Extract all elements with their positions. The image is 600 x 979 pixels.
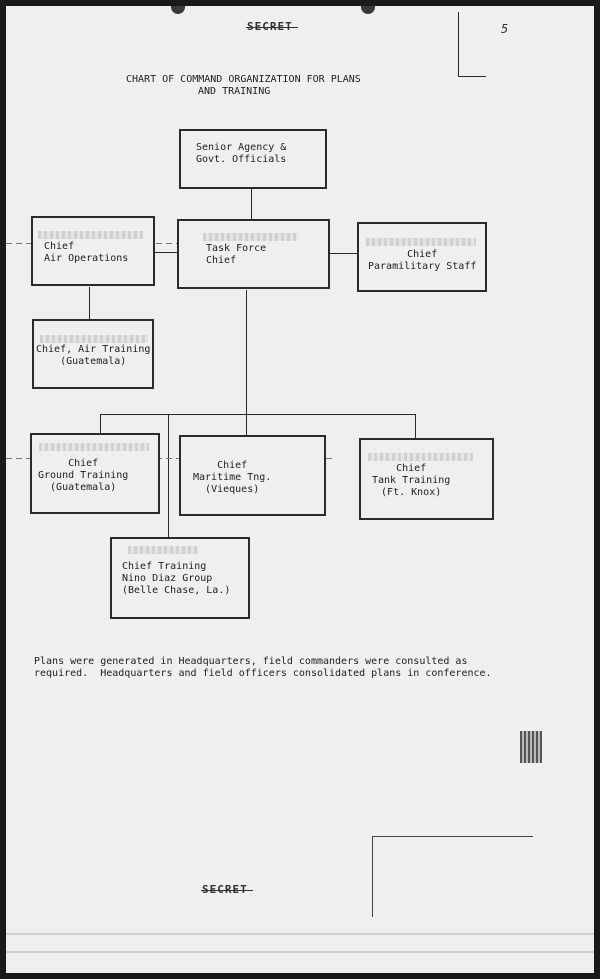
- note-line1: Plans were generated in Headquarters, fi…: [34, 656, 468, 667]
- redaction-nino-diaz: [128, 546, 198, 554]
- connector-to-ground-training: [100, 414, 101, 434]
- connector-to-maritime: [246, 414, 247, 435]
- connector-training-bar: [100, 414, 416, 415]
- connector-to-tank-training: [415, 414, 416, 438]
- box-senior-officials: [179, 129, 327, 189]
- page-number: 5: [501, 22, 509, 36]
- redaction-paramilitary: [366, 238, 476, 246]
- box-air-training: [32, 319, 154, 389]
- top-classification-stamp: SECRET: [247, 20, 293, 33]
- label-senior-officials: Senior Agency & Govt. Officials: [196, 142, 287, 165]
- connector-taskforce-to-paramilitary: [329, 253, 357, 254]
- chart-title-line1: CHART OF COMMAND ORGANIZATION FOR PLANS: [126, 74, 361, 85]
- bottom-scan-edge: [6, 931, 594, 973]
- document-page: SECRET 5 CHART OF COMMAND ORGANIZATION F…: [6, 6, 594, 973]
- corner-mark-vertical: [458, 12, 459, 76]
- label-ground-training: Chief Ground Training (Guatemala): [38, 458, 129, 493]
- connector-airops-to-taskforce: [154, 252, 178, 253]
- top-stamp-strike: [246, 27, 298, 28]
- connector-airops-to-airtraining: [89, 287, 90, 320]
- redaction-task-force: [203, 233, 298, 241]
- box-tank-training: [359, 438, 494, 520]
- lower-right-corner-mark: [372, 836, 533, 917]
- punch-hole-left: [171, 6, 185, 14]
- scan-artifact-block: [520, 731, 542, 763]
- redaction-air-operations: [38, 231, 143, 239]
- connector-senior-to-taskforce: [251, 189, 252, 221]
- box-task-force-chief: [177, 219, 330, 289]
- chart-title-line2: AND TRAINING: [198, 86, 271, 97]
- label-paramilitary-staff: Chief Paramilitary Staff: [368, 249, 477, 272]
- redaction-tank-training: [368, 453, 473, 461]
- label-tank-training: Chief Tank Training (Ft. Knox): [372, 463, 451, 498]
- label-maritime-training: Chief Maritime Tng. (Vieques): [193, 460, 272, 495]
- box-paramilitary-staff: [357, 222, 487, 292]
- connector-taskforce-down: [246, 290, 247, 415]
- label-air-training: Chief, Air Training (Guatemala): [36, 344, 151, 367]
- box-air-operations: [31, 216, 155, 286]
- bottom-classification-stamp: SECRET: [202, 883, 248, 896]
- redaction-air-training: [40, 335, 148, 343]
- corner-mark-horizontal: [458, 76, 486, 77]
- connector-to-nino-diaz: [168, 414, 169, 539]
- label-task-force-chief: Task Force Chief: [206, 243, 267, 266]
- note-line2: required. Headquarters and field officer…: [34, 668, 492, 679]
- scan-dash-lower: [6, 458, 336, 459]
- redaction-ground-training: [39, 443, 149, 451]
- label-nino-diaz-group: Chief Training Nino Diaz Group (Belle Ch…: [122, 561, 231, 596]
- bottom-stamp-strike: [201, 890, 253, 891]
- box-maritime-training: [179, 435, 326, 516]
- label-air-operations: Chief Air Operations: [44, 241, 129, 264]
- punch-hole-right: [361, 6, 375, 14]
